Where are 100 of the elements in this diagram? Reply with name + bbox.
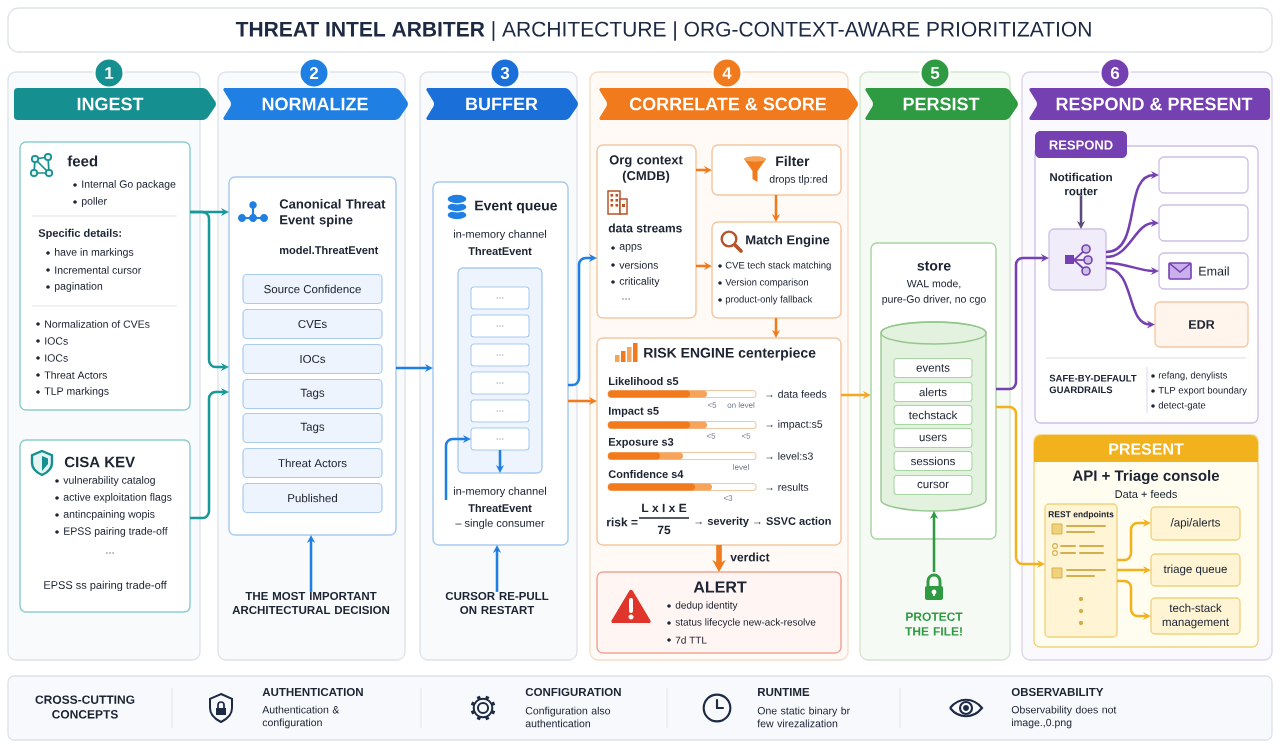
ellipsis: ... xyxy=(106,552,114,554)
bar-label: Exposure s3 xyxy=(609,438,674,448)
subheading: CONFIGURATION xyxy=(525,687,621,697)
field-box: Published xyxy=(242,482,383,514)
body-text: WAL mode, xyxy=(906,279,961,289)
queue-slot: ... xyxy=(470,314,530,338)
heading: ALERT xyxy=(693,581,747,593)
list-item: Incremental cursor xyxy=(55,266,142,274)
list-item: Threat Actors xyxy=(44,371,107,379)
queue-slot: ... xyxy=(470,286,530,310)
bar-label: Confidence s4 xyxy=(608,469,684,479)
endpoint-box: /api/alerts xyxy=(1150,506,1241,541)
bar-label: Impact s5 xyxy=(609,407,659,417)
section-tab: RESPOND xyxy=(1035,131,1127,158)
formula-text: L x I x E xyxy=(642,503,687,513)
list-item: have in markings xyxy=(55,248,134,258)
heading: REST endpoints xyxy=(1048,511,1114,519)
section-header: PRESENT xyxy=(1034,435,1258,462)
formula-text: 75 xyxy=(657,525,671,535)
step-number: 1 xyxy=(93,57,125,89)
list-item: antincpaining wopis xyxy=(63,510,155,520)
list-item: criticality xyxy=(619,277,660,287)
list-item: apps xyxy=(619,244,642,252)
body-text: Configuration also authentication xyxy=(525,706,611,728)
step-number: 6 xyxy=(1099,57,1131,89)
field-box: Tags xyxy=(242,378,383,410)
heading: CISA KEV xyxy=(64,456,135,468)
risk-card xyxy=(596,337,842,546)
list-item: refang, denylists xyxy=(1158,371,1228,381)
list-item: vulnerability catalog xyxy=(63,476,155,486)
body-text: → data feeds xyxy=(766,390,827,398)
body-text: → impact:s5 xyxy=(766,420,823,430)
source-card xyxy=(19,141,191,411)
body-text: → results xyxy=(766,483,809,491)
field-box: Tags xyxy=(242,412,383,444)
subheading: RUNTIME xyxy=(758,688,810,696)
scale-label: <5 xyxy=(706,433,716,439)
scale-label: level xyxy=(733,464,749,470)
queue-slot: ... xyxy=(470,399,530,423)
body-text: ThreatEvent xyxy=(468,246,532,256)
subheading: OBSERVABILITY xyxy=(1011,687,1104,697)
subheading: data streams xyxy=(608,223,682,233)
caption: Notification router xyxy=(1050,172,1112,196)
list-item: pagination xyxy=(54,282,103,292)
endpoint-box: tech-stack management xyxy=(1150,597,1241,635)
list-item: dedup identity xyxy=(675,601,738,611)
body-text: → level:s3 xyxy=(766,452,813,460)
body-text: in-memory channel xyxy=(453,229,546,241)
arrow xyxy=(1105,170,1159,254)
channel-box: EDR xyxy=(1154,301,1249,348)
list-item: Normalization of CVEs xyxy=(45,320,150,328)
table-row: alerts xyxy=(893,381,973,403)
scale-label: <3 xyxy=(723,495,733,501)
body-text: model.ThreatEvent xyxy=(280,245,379,255)
annotation: THE MOST IMPORTANT ARCHITECTURAL DECISION xyxy=(232,591,390,615)
endpoint-box: triage queue xyxy=(1150,553,1241,587)
list-item: Internal Go package xyxy=(82,180,176,190)
list-item: versions xyxy=(619,261,658,269)
heading: Match Engine xyxy=(746,234,830,248)
alert-card xyxy=(596,571,842,654)
body-text: Observability does not image.,0.png xyxy=(1011,705,1117,729)
channel-box xyxy=(1158,156,1249,194)
list-item: product-only fallback xyxy=(725,295,813,305)
formula-text: → severity → SSVC action xyxy=(695,516,831,528)
heading: feed xyxy=(67,155,98,167)
formula-text: risk = xyxy=(607,517,638,527)
step-number: 4 xyxy=(711,57,743,89)
table-row: events xyxy=(893,357,973,379)
endpoint-card xyxy=(1044,503,1118,638)
body-text: ThreatEvent xyxy=(468,503,532,513)
heading: CROSS-CUTTING CONCEPTS xyxy=(35,695,135,719)
ellipsis: ... xyxy=(622,298,630,300)
table-row: users xyxy=(893,427,973,449)
bar-label: Likelihood s5 xyxy=(609,376,679,386)
body-text: Email xyxy=(1199,266,1229,276)
queue-slot: ... xyxy=(470,427,530,451)
body-text: EPSS ss pairing trade-off xyxy=(44,580,167,592)
list-item: 7d TTL xyxy=(675,636,707,644)
body-text: in-memory channel xyxy=(453,486,546,498)
list-item: status lifecycle new-ack-resolve xyxy=(675,618,816,628)
list-item: TLP markings xyxy=(44,387,109,397)
queue-slot: ... xyxy=(470,371,530,395)
list-item: poller xyxy=(81,197,107,207)
list-item: TLP export boundary xyxy=(1158,386,1247,396)
arrow xyxy=(996,253,1049,391)
body-text: Data + feeds xyxy=(1115,489,1177,499)
arrow xyxy=(1117,518,1151,562)
table-row: sessions xyxy=(893,450,973,472)
list-item: detect-gate xyxy=(1158,401,1206,411)
field-box: CVEs xyxy=(242,308,383,340)
subheading: SAFE-BY-DEFAULT GUARDRAILS xyxy=(1049,374,1137,394)
heading: store xyxy=(917,261,951,271)
list-item: active exploitation flags xyxy=(63,493,172,503)
source-card xyxy=(19,439,191,613)
body-text: – single consumer xyxy=(455,518,545,530)
body-text: One static binary br few virezalization xyxy=(757,706,850,728)
queue-slot: ... xyxy=(470,343,530,367)
filter-card xyxy=(711,144,842,196)
field-box: Source Confidence xyxy=(242,273,383,305)
step-number: 3 xyxy=(489,57,521,89)
